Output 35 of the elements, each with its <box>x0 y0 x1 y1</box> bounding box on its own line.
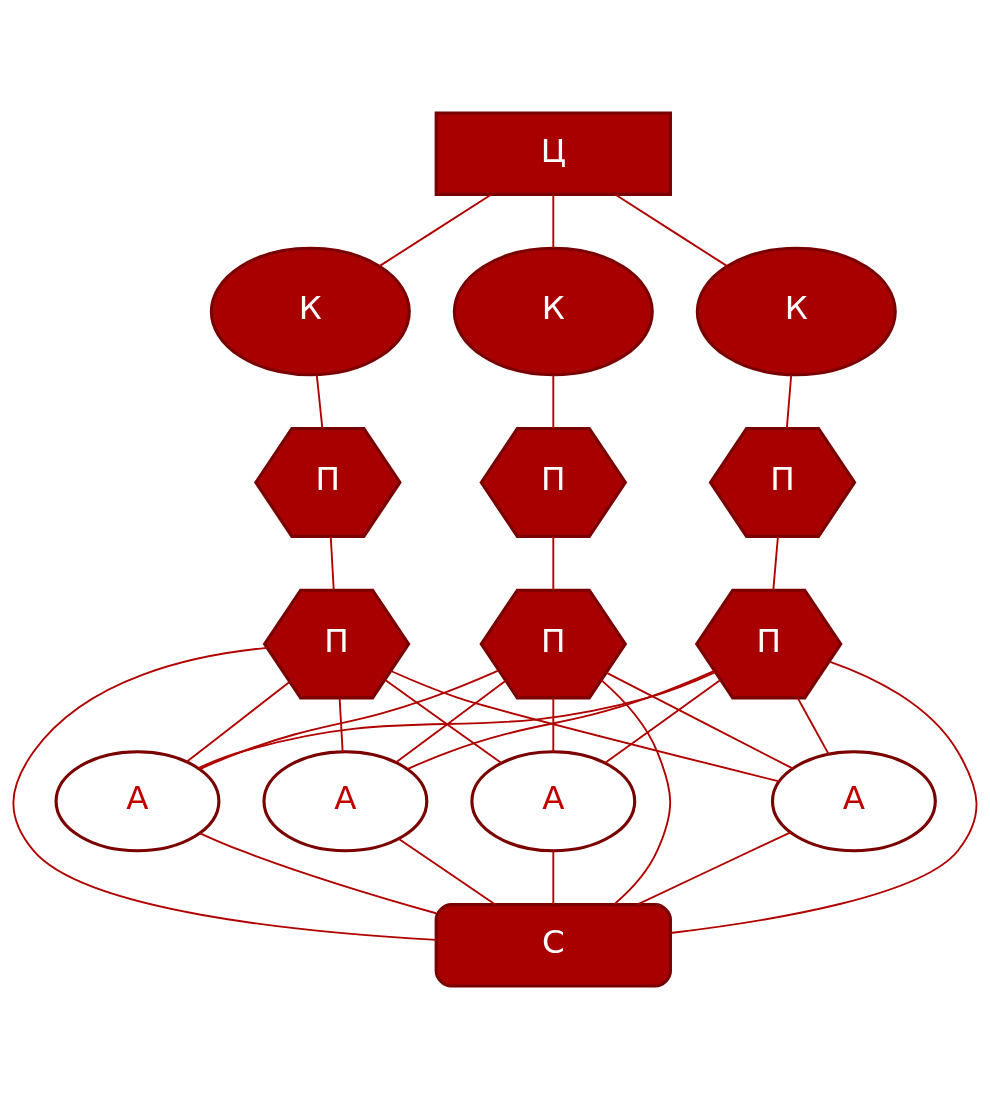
node-ellipse: А <box>470 749 637 852</box>
connector <box>398 837 497 905</box>
connector <box>552 535 555 591</box>
connector <box>772 535 779 591</box>
connector <box>12 646 437 941</box>
connector <box>552 696 555 753</box>
connector <box>329 535 335 591</box>
node-ellipse: А <box>262 749 429 852</box>
connector <box>390 669 781 782</box>
connector <box>636 830 792 905</box>
connector <box>785 373 793 429</box>
node-ellipse: К <box>209 246 411 376</box>
node-ellipse: А <box>770 749 937 852</box>
connector <box>378 193 493 267</box>
node-ellipse: К <box>452 246 654 376</box>
connector <box>614 193 729 267</box>
connector <box>315 373 324 429</box>
node-box: Ц <box>434 110 672 196</box>
connector <box>796 696 830 755</box>
node-ellipse: К <box>695 246 897 376</box>
connector <box>199 831 437 914</box>
connector <box>552 373 555 429</box>
connector <box>185 680 291 763</box>
connector <box>197 670 717 769</box>
connector <box>669 660 978 934</box>
connector <box>199 669 500 770</box>
node-box: С <box>434 902 672 988</box>
connector <box>406 669 716 770</box>
connector <box>552 849 555 905</box>
connector <box>552 193 555 249</box>
connector <box>338 696 344 753</box>
connector <box>604 678 722 764</box>
node-ellipse: А <box>54 749 221 852</box>
connector <box>600 678 672 905</box>
connector <box>605 671 794 769</box>
